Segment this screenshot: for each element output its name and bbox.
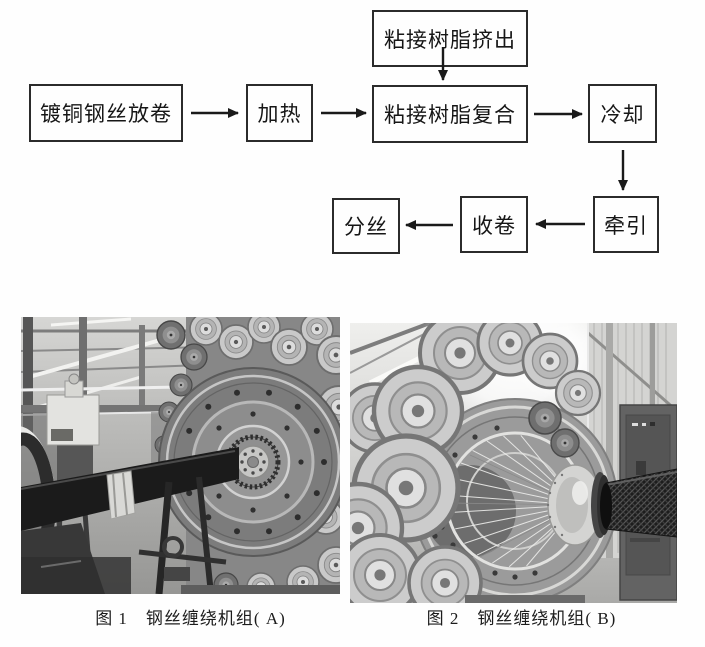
- figure-1-photo: [21, 317, 340, 594]
- flow-box-wire-payoff: 镀铜钢丝放卷: [29, 84, 183, 142]
- support-stand: [138, 476, 227, 594]
- flow-box-take-up-winding: 收卷: [460, 196, 528, 253]
- bottom-machinery-strip: [465, 595, 585, 603]
- flow-box-resin-compositing: 粘接树脂复合: [372, 85, 528, 143]
- flow-box-wire-separating: 分丝: [332, 198, 400, 254]
- flow-box-traction: 牵引: [593, 196, 659, 253]
- flow-box-cooling: 冷却: [588, 84, 657, 143]
- flow-box-resin-extrusion: 粘接树脂挤出: [372, 10, 528, 67]
- floor-machinery: [21, 523, 340, 594]
- flow-box-heating: 加热: [246, 84, 313, 142]
- figure-2-caption: 图 2 钢丝缠绕机组( B): [426, 609, 617, 628]
- braided-cable: [600, 468, 677, 538]
- figure-1-caption: 图 1 钢丝缠绕机组( A): [95, 609, 286, 628]
- product-pipe: [21, 447, 239, 531]
- figure-2-photo: [350, 323, 677, 603]
